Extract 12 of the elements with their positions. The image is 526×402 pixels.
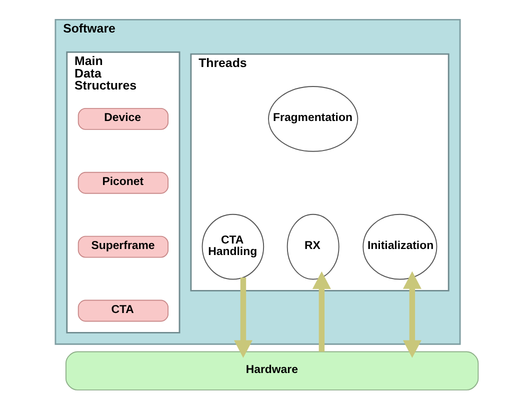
node-box: Piconet [78, 172, 169, 194]
node-ellipse: Initialization [362, 214, 438, 280]
arrow [234, 277, 252, 358]
node-box: CTA [78, 300, 169, 322]
node-box: Device [78, 108, 169, 130]
node-box: Hardware [65, 351, 479, 390]
node-ellipse: Fragmentation [268, 86, 358, 152]
arrow [402, 271, 422, 358]
node-ellipse: RX [286, 214, 340, 280]
arrow [312, 271, 331, 352]
node-circle: CTA Handling [202, 214, 264, 280]
node-box: Superframe [78, 236, 169, 258]
